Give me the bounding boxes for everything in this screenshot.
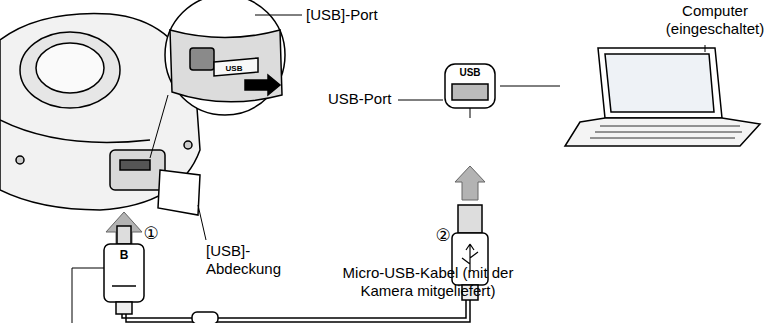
part-label: USB-Port [328, 90, 398, 108]
leader-line [72, 268, 73, 323]
usb-port-icon [445, 64, 495, 108]
part-label: Computer (eingeschaltet) [660, 2, 770, 38]
callout-number: ① [140, 224, 162, 244]
leader-line [500, 86, 560, 87]
part-label: [USB]- Abdeckung [206, 242, 296, 278]
part-label: [USB]-Port [306, 6, 416, 24]
leader-line [198, 205, 206, 240]
micro-usb-plug [104, 226, 144, 314]
callout-number: ② [432, 226, 454, 246]
leader-line [470, 108, 471, 118]
leader-line [398, 100, 443, 101]
port-marking: USB [218, 64, 250, 74]
leader-line [72, 268, 104, 269]
laptop [565, 48, 760, 146]
plug-marking: B [116, 248, 132, 262]
leader-line [705, 45, 706, 52]
port-marking: USB [454, 67, 486, 79]
cable [122, 300, 470, 323]
port-inset [150, 0, 285, 158]
part-label: Micro-USB-Kabel (mit der Kamera mitgelie… [316, 264, 540, 300]
leader-line [255, 15, 302, 16]
insert-arrow [455, 166, 485, 200]
